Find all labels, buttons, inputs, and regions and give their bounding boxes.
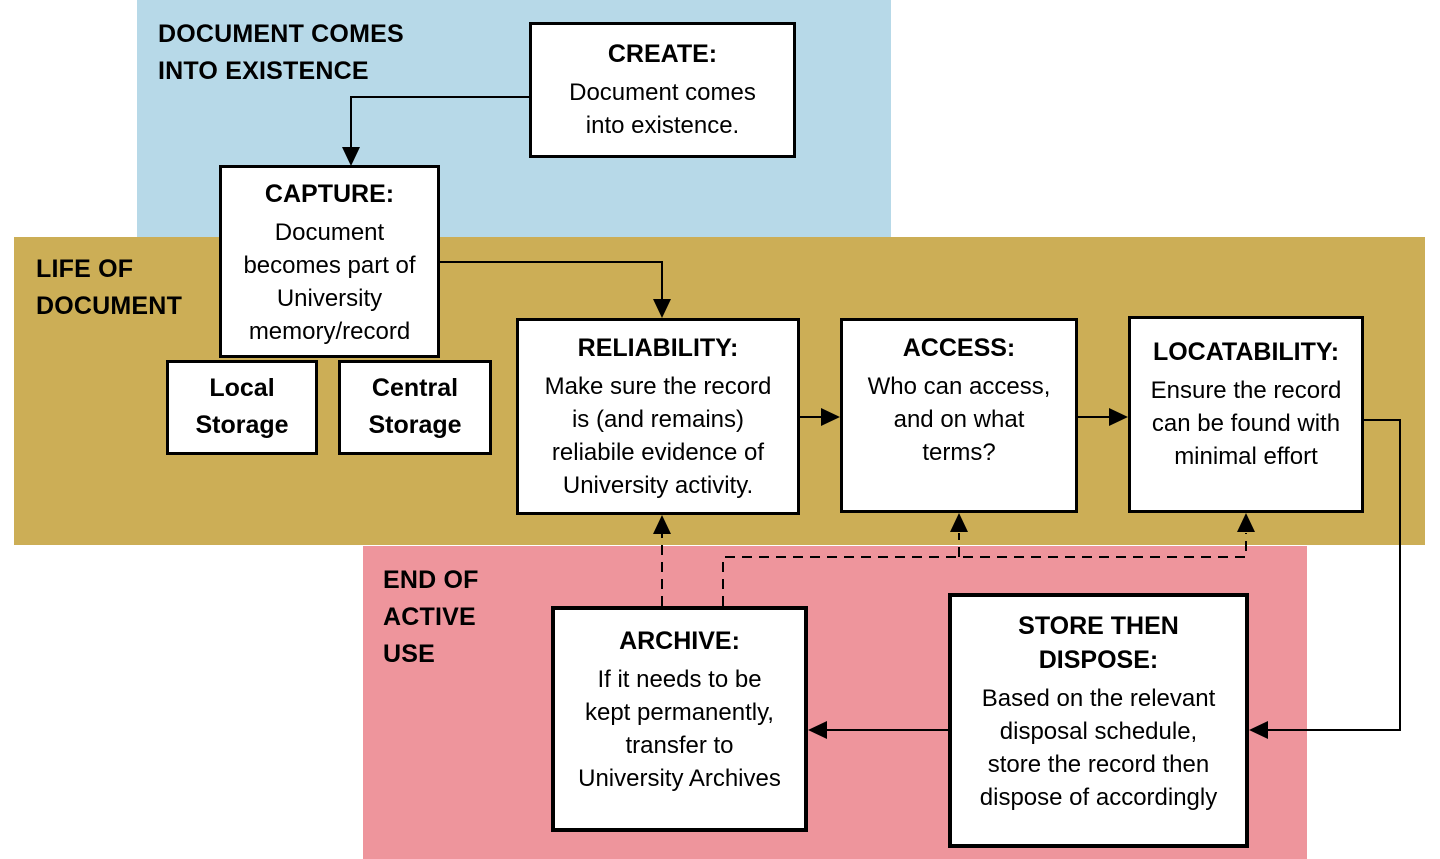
local-storage-label: Local Storage [195,374,289,439]
capture-box-body: Document becomes part of University memo… [243,219,416,345]
archive-box: ARCHIVE: If it needs to be kept permanen… [551,606,808,832]
locatability-box-title: LOCATABILITY: [1152,338,1340,366]
locatability-box-body: Ensure the record can be found with mini… [1150,377,1342,470]
access-box-title: ACCESS: [902,334,1016,362]
access-box: ACCESS: Who can access, and on what term… [840,318,1078,513]
central-storage-box: Central Storage [338,360,492,455]
existence-phase-label: DOCUMENT COMES INTO EXISTENCE [158,20,404,85]
capture-box-title: CAPTURE: [264,180,395,208]
locatability-box: LOCATABILITY: Ensure the record can be f… [1128,316,1364,513]
archive-box-title: ARCHIVE: [619,627,740,655]
create-box-title: CREATE: [607,40,718,68]
reliability-box-title: RELIABILITY: [577,334,739,362]
life-of-document-phase-label: LIFE OF DOCUMENT [36,255,183,320]
store-then-dispose-box-title: STORE THEN DISPOSE: [1018,612,1179,674]
store-then-dispose-box: STORE THEN DISPOSE: Based on the relevan… [948,593,1249,848]
capture-box: CAPTURE: Document becomes part of Univer… [219,165,440,358]
archive-box-body: If it needs to be kept permanently, tran… [578,666,781,792]
create-box: CREATE: Document comes into existence. [529,22,796,158]
local-storage-box: Local Storage [166,360,318,455]
central-storage-label: Central Storage [368,374,462,439]
access-box-body: Who can access, and on what terms? [867,373,1051,466]
create-box-body: Document comes into existence. [569,79,756,139]
reliability-box-body: Make sure the record is (and remains) re… [544,373,772,499]
end-of-active-use-phase-label: END OF ACTIVE USE [383,566,479,668]
store-then-dispose-box-body: Based on the relevant disposal schedule,… [979,685,1218,811]
reliability-box: RELIABILITY: Make sure the record is (an… [516,318,800,515]
